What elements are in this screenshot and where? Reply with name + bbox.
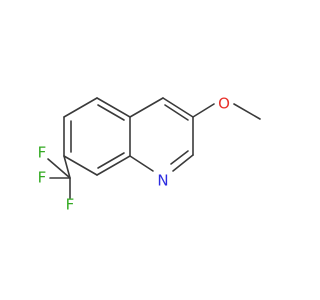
bond-c4-c3 — [162, 97, 194, 118]
molecule-canvas: O N F F F — [37, 94, 261, 214]
bond-c4a-c5 — [96, 97, 131, 118]
bond-c2-n1 — [172, 154, 194, 172]
bond-n1-c8a — [129, 155, 154, 172]
bond-c2-n1-inner — [170, 150, 189, 165]
bond-c8-c8a-inner — [97, 152, 125, 169]
structure-diagram: O N F F F — [38, 95, 261, 214]
bond-o-ch3 — [233, 103, 261, 120]
fluorine-label-1: F — [38, 144, 47, 162]
bond-c3-o — [192, 103, 215, 118]
bond-c4-c3-inner — [164, 104, 189, 121]
nitrogen-label: N — [157, 172, 168, 190]
oxygen-label: O — [218, 95, 230, 113]
bond-c4a-c4 — [129, 97, 164, 118]
bond-c4a-c5-inner — [97, 104, 125, 121]
bond-c5-c6 — [63, 97, 98, 118]
fluorine-label-2: F — [38, 169, 47, 187]
bond-c7-c8 — [63, 155, 98, 176]
bond-cf3-f1 — [47, 158, 71, 179]
bond-c8-c8a — [96, 155, 131, 176]
bond-c7-cf3 — [63, 155, 71, 179]
fluorine-label-3: F — [66, 196, 75, 214]
